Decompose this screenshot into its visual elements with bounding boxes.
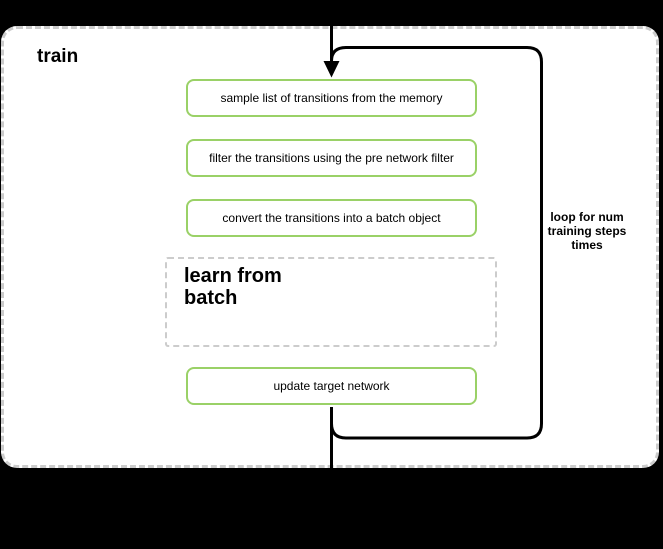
step-convert-to-batch: convert the transitions into a batch obj…: [186, 199, 477, 237]
step-update-target-network-label: update target network: [273, 379, 390, 393]
step-filter-transitions: filter the transitions using the pre net…: [186, 139, 477, 177]
step-filter-transitions-label: filter the transitions using the pre net…: [209, 151, 454, 165]
subprocess-learn-from-batch: learn from batch: [165, 257, 497, 347]
step-sample-transitions: sample list of transitions from the memo…: [186, 79, 477, 117]
step-sample-transitions-label: sample list of transitions from the memo…: [220, 91, 443, 105]
step-update-target-network: update target network: [186, 367, 477, 405]
train-container-label: train: [37, 46, 79, 67]
step-convert-to-batch-label: convert the transitions into a batch obj…: [222, 211, 441, 225]
subprocess-learn-from-batch-label: learn from batch: [184, 265, 282, 309]
loop-annotation-label: loop for num training steps times: [547, 210, 627, 252]
